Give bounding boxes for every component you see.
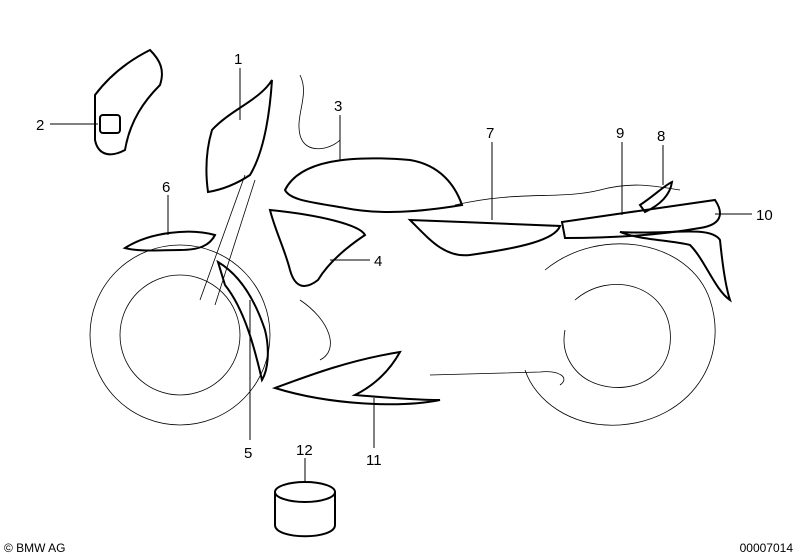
belly-pan-shape[interactable] bbox=[271, 350, 441, 406]
callout-labels: 1 2 3 4 5 6 7 8 9 10 11 12 bbox=[36, 51, 773, 469]
leader-lines bbox=[50, 68, 752, 482]
handlebar-outline bbox=[298, 74, 341, 150]
side-panel-shape[interactable] bbox=[407, 218, 562, 257]
paint-tin-lid bbox=[274, 481, 336, 503]
side-fairing-shape[interactable] bbox=[268, 208, 367, 287]
callout-11[interactable]: 11 bbox=[366, 452, 382, 469]
diagram-id: 00007014 bbox=[739, 541, 793, 555]
front-wheel bbox=[89, 244, 271, 426]
seat-stripe-shape[interactable] bbox=[638, 180, 674, 214]
front-fender-shape[interactable] bbox=[122, 230, 217, 252]
windshield-fairing-shape[interactable] bbox=[205, 79, 273, 194]
engine-outline bbox=[299, 299, 565, 386]
rear-wheel bbox=[524, 243, 716, 426]
rear-wheel-rim bbox=[563, 284, 671, 388]
motorcycle-outline bbox=[89, 74, 716, 426]
callout-8[interactable]: 8 bbox=[657, 128, 665, 145]
callout-9[interactable]: 9 bbox=[616, 125, 624, 142]
callout-2[interactable]: 2 bbox=[36, 117, 44, 134]
rear-panel-shape[interactable] bbox=[560, 198, 721, 240]
callout-10[interactable]: 10 bbox=[756, 207, 773, 224]
callout-3[interactable]: 3 bbox=[334, 98, 342, 115]
callout-6[interactable]: 6 bbox=[162, 179, 170, 196]
paint-tin-body[interactable] bbox=[274, 492, 336, 538]
handlebar-switch-cover-shape[interactable] bbox=[94, 48, 163, 156]
front-fender-lower-shape[interactable] bbox=[216, 259, 269, 383]
callout-7[interactable]: 7 bbox=[486, 125, 494, 142]
highlighted-parts bbox=[94, 48, 732, 538]
callout-12[interactable]: 12 bbox=[296, 442, 313, 459]
front-wheel-rim bbox=[119, 274, 241, 396]
front-fork bbox=[199, 174, 256, 306]
tank-cover-shape[interactable] bbox=[283, 157, 464, 213]
seat-outline bbox=[454, 184, 681, 206]
switch-button bbox=[99, 114, 121, 134]
callout-1[interactable]: 1 bbox=[234, 51, 242, 68]
copyright-notice: © BMW AG bbox=[4, 541, 66, 555]
tail-section-shape[interactable] bbox=[619, 230, 732, 303]
callout-4[interactable]: 4 bbox=[374, 253, 382, 270]
callout-5[interactable]: 5 bbox=[244, 445, 252, 462]
